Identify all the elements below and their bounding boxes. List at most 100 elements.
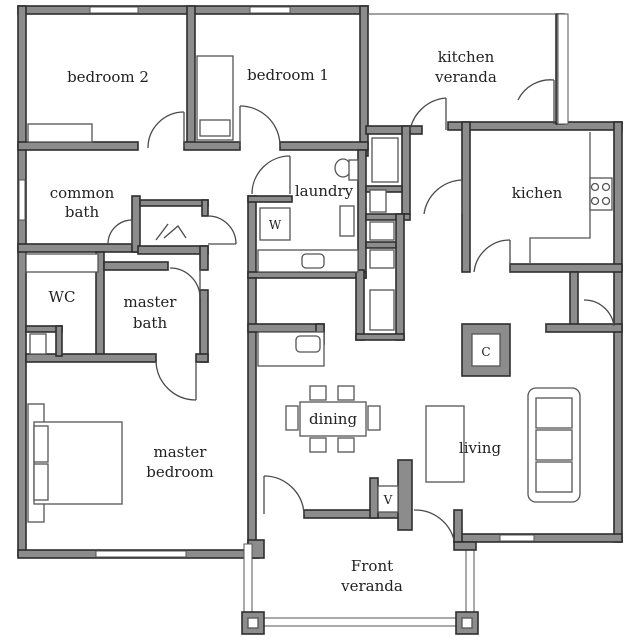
door-core-arc[interactable]	[409, 97, 447, 131]
wall-mbath-right	[199, 289, 209, 363]
door-front-arc[interactable]	[263, 475, 305, 515]
wall-living-jamb	[453, 509, 463, 543]
chair-2	[337, 385, 355, 401]
wall-kitchen-left	[461, 121, 471, 273]
wall-left	[17, 5, 27, 557]
door-veranda-arc[interactable]	[517, 79, 555, 101]
shower-tray	[25, 253, 99, 273]
closet-hanger	[155, 223, 187, 241]
label-common-bath-2: bath	[65, 203, 100, 221]
label-bedroom-1: bedroom 1	[247, 66, 329, 84]
label-master-bedroom-2: bedroom	[146, 463, 214, 481]
windows	[18, 6, 535, 558]
window-bed1	[249, 6, 291, 14]
vent-box	[377, 485, 399, 513]
burner-4	[601, 196, 611, 206]
wall-bed1-bottom-a	[183, 141, 241, 151]
wall-dining-top	[247, 323, 325, 333]
veranda-rail-bottom	[259, 617, 459, 627]
wall-closet-bottom	[137, 245, 209, 255]
veranda-post-left-inner	[247, 617, 259, 629]
stove	[589, 177, 613, 211]
door-kitchen-low-arc[interactable]	[473, 239, 511, 273]
pantry-shelf-c	[369, 221, 395, 241]
pillow-1	[33, 425, 49, 463]
door-bed2-arc[interactable]	[147, 111, 185, 149]
walls	[17, 5, 623, 559]
window-bath	[18, 179, 26, 221]
wall-mbath-bottom	[25, 353, 157, 363]
wall-core-left-low	[355, 269, 365, 341]
burner-2	[601, 182, 611, 192]
chair-3	[309, 437, 327, 453]
dining-table	[299, 401, 367, 437]
wall-mbath-top	[103, 261, 169, 271]
label-front-veranda-2: veranda	[340, 577, 403, 595]
label-common-bath-1: common	[50, 184, 115, 202]
wall-store-bottom	[545, 323, 623, 333]
wall-store-left	[569, 271, 579, 331]
wall-laundry-top	[247, 195, 293, 203]
chair-1	[309, 385, 327, 401]
wall-dining-left	[247, 277, 257, 551]
door-living-arc[interactable]	[413, 509, 455, 541]
door-bath-arc[interactable]	[107, 219, 133, 245]
doors	[107, 79, 615, 541]
master-bed	[33, 421, 123, 505]
sideboard-sink	[295, 335, 321, 353]
wall-bed2-bottom	[17, 141, 139, 151]
washer-label: W	[269, 218, 282, 232]
burner-1	[590, 182, 600, 192]
wall-closet-right	[201, 199, 209, 217]
front-veranda	[241, 541, 479, 635]
burner-3	[590, 196, 600, 206]
wall-bed1-bottom-b	[279, 141, 369, 151]
wardrobe-bed2	[27, 123, 93, 143]
door-bed1-arc[interactable]	[239, 105, 281, 147]
label-master-bath-2: bath	[133, 314, 168, 332]
wall-closet-right-low	[199, 245, 209, 271]
coffee-table	[425, 405, 465, 483]
wall-core-right-low	[395, 213, 405, 341]
veranda-wall-right	[453, 541, 477, 551]
label-bedroom-2: bedroom 2	[67, 68, 149, 86]
wall-vent-left	[369, 477, 379, 519]
pantry-shelf-b	[369, 189, 387, 213]
veranda-rail-right	[465, 543, 475, 615]
wall-core-shelf-b	[365, 213, 411, 221]
door-laundry-arc[interactable]	[251, 155, 291, 195]
wall-closet-top	[139, 199, 209, 207]
wall-core-right	[401, 125, 411, 215]
pillow-2	[33, 463, 49, 501]
chair-5	[285, 405, 299, 431]
wall-kitchen-bottom	[509, 263, 623, 273]
window-bed2	[89, 6, 139, 14]
chimney-flue	[471, 333, 501, 367]
wall-entry-post	[397, 459, 413, 531]
pantry-shelf-d	[369, 249, 395, 269]
door-kitchen-arc[interactable]	[423, 179, 463, 215]
pantry-shelf-e	[369, 289, 395, 331]
wall-wc-inner	[55, 325, 63, 357]
wc-basin	[29, 333, 47, 355]
door-store-arc[interactable]	[583, 299, 615, 327]
door-closet-arc[interactable]	[207, 215, 237, 245]
laundry-sink	[301, 253, 325, 269]
label-kitchen-veranda-2: veranda	[434, 68, 497, 86]
door-master-arc[interactable]	[155, 361, 197, 401]
laundry-tub	[339, 205, 355, 237]
wall-laundry-bottom	[247, 271, 367, 279]
label-wc: WC	[49, 288, 76, 306]
wardrobe-bed1-drawer	[199, 119, 231, 137]
wall-core-bottom	[355, 333, 405, 341]
label-kitchen-veranda-1: kitchen	[438, 48, 495, 66]
wall-bath-bottom	[17, 243, 139, 253]
wall-laundry-left	[247, 195, 257, 279]
label-dining: dining	[309, 410, 358, 428]
wall-core-top	[365, 125, 423, 135]
fixtures: W	[25, 55, 613, 523]
washer	[259, 207, 291, 241]
label-master-bedroom-1: master	[154, 443, 208, 461]
label-master-bath-1: master	[124, 293, 178, 311]
vent-label: V	[383, 493, 393, 507]
